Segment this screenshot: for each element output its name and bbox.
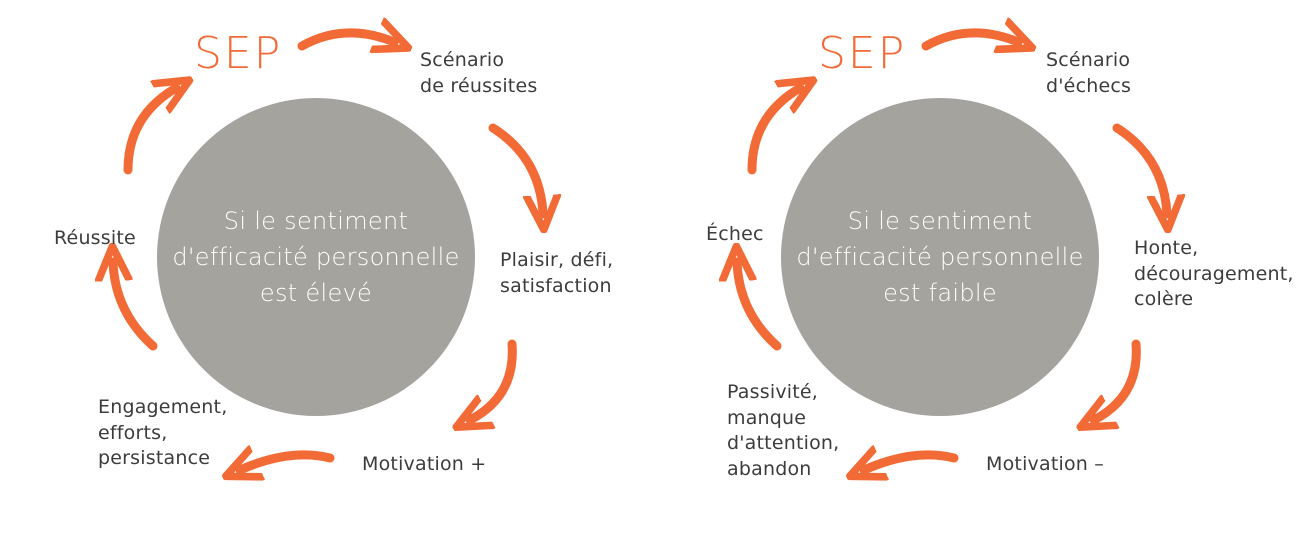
step-behavior: Engagement, efforts, persistance: [98, 395, 227, 472]
hub-line: Si le sentiment: [847, 207, 1033, 235]
step-outcome: Réussite: [54, 227, 136, 249]
curved-arrow-icon: [297, 33, 394, 46]
step-outcome: Échec: [706, 223, 764, 245]
sep-label: SEP: [194, 28, 283, 79]
step-emotion: Plaisir, défi, satisfaction: [500, 248, 613, 299]
hub-circle: Si le sentiment d'efficacité personnelle…: [781, 98, 1099, 416]
cycle-arrows: [624, 0, 1272, 535]
step-line: de réussites: [420, 74, 538, 97]
step-line: efforts,: [98, 421, 168, 444]
hub-circle: Si le sentiment d'efficacité personnelle…: [157, 98, 475, 416]
step-line: satisfaction: [500, 274, 612, 297]
cycle-high-efficacy: SEP Si le sentiment d'efficacité personn…: [0, 0, 648, 535]
step-motivation: Motivation –: [986, 453, 1104, 475]
curved-arrow-icon: [864, 455, 959, 470]
curved-arrow-icon: [123, 88, 176, 175]
step-line: abandon: [727, 457, 812, 480]
step-behavior: Passivité, manque d'attention, abandon: [727, 380, 839, 483]
hub-line: d'efficacité personnelle: [796, 243, 1084, 271]
hub-line: est élevé: [259, 279, 373, 307]
curved-arrow-icon: [113, 262, 158, 351]
hub-text: Si le sentiment d'efficacité personnelle…: [790, 203, 1090, 311]
step-line: Scénario: [420, 49, 505, 71]
hub-line: est faible: [883, 279, 997, 307]
step-line: Passivité,: [727, 381, 819, 403]
hub-text: Si le sentiment d'efficacité personnelle…: [166, 203, 466, 311]
step-line: Honte,: [1134, 237, 1199, 259]
step-line: colère: [1134, 288, 1194, 311]
cycle-low-efficacy: SEP Si le sentiment d'efficacité personn…: [624, 0, 1293, 535]
cycle-arrows: [0, 0, 648, 535]
step-scenario: Scénario de réussites: [420, 48, 537, 99]
hub-line: d'efficacité personnelle: [172, 243, 460, 271]
hub-line: Si le sentiment: [223, 207, 409, 235]
curved-arrow-icon: [1094, 339, 1141, 420]
step-emotion: Honte, découragement, colère: [1134, 236, 1294, 313]
curved-arrow-icon: [488, 123, 543, 214]
step-line: d'attention,: [727, 432, 840, 455]
step-line: découragement,: [1134, 262, 1294, 285]
curved-arrow-icon: [747, 88, 800, 175]
sep-label: SEP: [818, 28, 907, 79]
curved-arrow-icon: [240, 455, 335, 470]
curved-arrow-icon: [1112, 123, 1167, 214]
step-line: Engagement,: [98, 396, 228, 418]
step-scenario: Scénario d'échecs: [1046, 48, 1131, 99]
step-motivation: Motivation +: [362, 453, 487, 475]
curved-arrow-icon: [737, 262, 782, 351]
step-line: persistance: [98, 447, 211, 470]
curved-arrow-icon: [921, 33, 1018, 46]
step-line: d'échecs: [1046, 74, 1132, 97]
step-line: manque: [727, 406, 807, 429]
step-line: Plaisir, défi,: [500, 249, 614, 271]
step-line: Scénario: [1046, 49, 1131, 71]
curved-arrow-icon: [470, 339, 517, 420]
